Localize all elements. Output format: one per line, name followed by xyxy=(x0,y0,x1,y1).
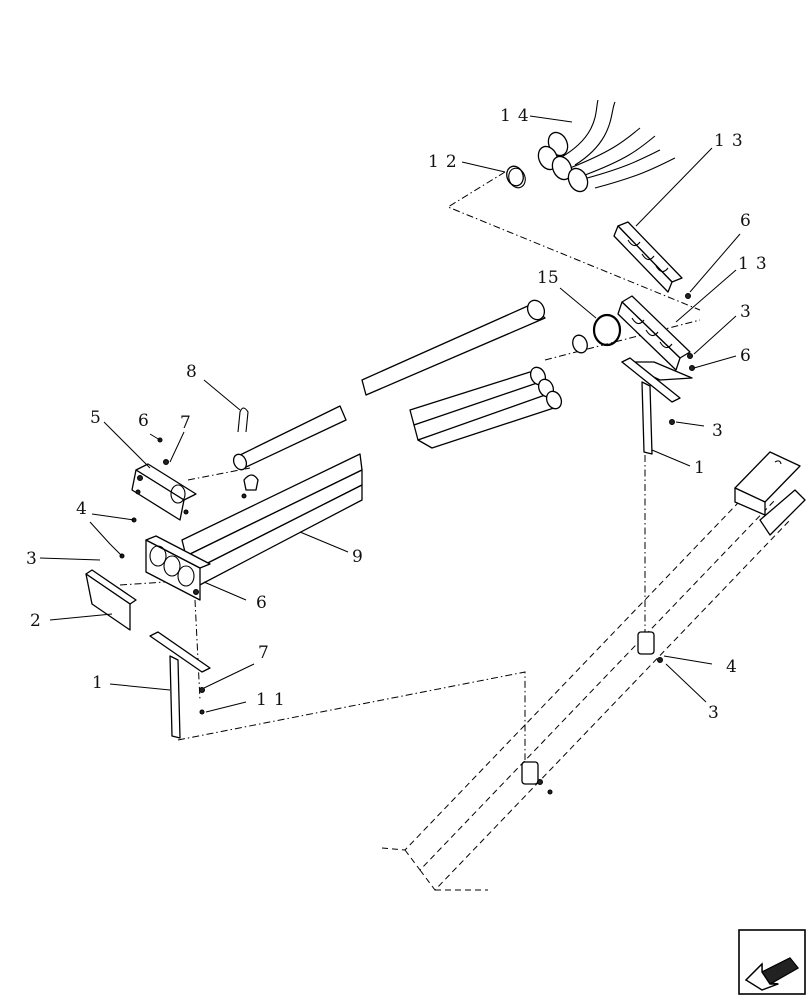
hoses xyxy=(537,99,676,193)
callout-6-left-top: 6 xyxy=(138,411,156,431)
callout-5: 5 xyxy=(90,408,108,428)
callout-12: 12 xyxy=(428,152,464,172)
triple-tube-9 xyxy=(181,453,363,589)
callout-7-left-top: 7 xyxy=(180,413,198,433)
assembly-centerlines xyxy=(119,171,701,760)
upper-bracket-assembly xyxy=(613,221,695,425)
callout-1-left: 1 xyxy=(92,673,110,693)
callout-13-top: 13 xyxy=(714,131,750,151)
left-stand xyxy=(149,631,211,739)
previous-page-button[interactable] xyxy=(738,929,806,995)
hook-pin xyxy=(237,407,249,433)
short-tube xyxy=(232,405,347,499)
cover-plate xyxy=(85,569,137,631)
callout-6-right: 6 xyxy=(740,346,758,366)
callout-15: 15 xyxy=(537,268,559,288)
hose-clamp xyxy=(506,165,526,189)
leader-lines xyxy=(39,115,741,713)
callout-13-mid: 13 xyxy=(738,254,774,274)
callout-3-right-top: 3 xyxy=(740,302,758,322)
callout-7-left-bottom: 7 xyxy=(258,643,276,663)
callout-2: 2 xyxy=(30,611,48,631)
callout-3-left: 3 xyxy=(26,549,44,569)
callout-6-top: 6 xyxy=(740,211,758,231)
callout-3-right-mid: 3 xyxy=(712,421,730,441)
callout-3-right-bottom: 3 xyxy=(708,703,726,723)
long-tube xyxy=(361,299,546,396)
right-stand xyxy=(621,357,681,455)
callout-14: 14 xyxy=(500,106,536,126)
callout-9: 9 xyxy=(352,547,370,567)
left-upper-bracket xyxy=(131,437,197,521)
callout-1-right: 1 xyxy=(694,458,712,478)
callout-4-right: 4 xyxy=(726,657,744,677)
boom-frame xyxy=(381,451,806,891)
callout-labels: 14 12 13 6 13 15 3 6 3 1 8 5 6 7 4 3 9 6… xyxy=(26,106,774,723)
callout-11: 11 xyxy=(256,690,292,710)
o-ring xyxy=(572,313,622,354)
callout-4-left: 4 xyxy=(76,499,94,519)
left-manifold xyxy=(119,517,211,601)
previous-page-arrow-icon xyxy=(744,957,799,991)
callout-8: 8 xyxy=(186,362,204,382)
tube-bundle xyxy=(409,366,563,449)
callout-6-left-bottom: 6 xyxy=(256,593,274,613)
